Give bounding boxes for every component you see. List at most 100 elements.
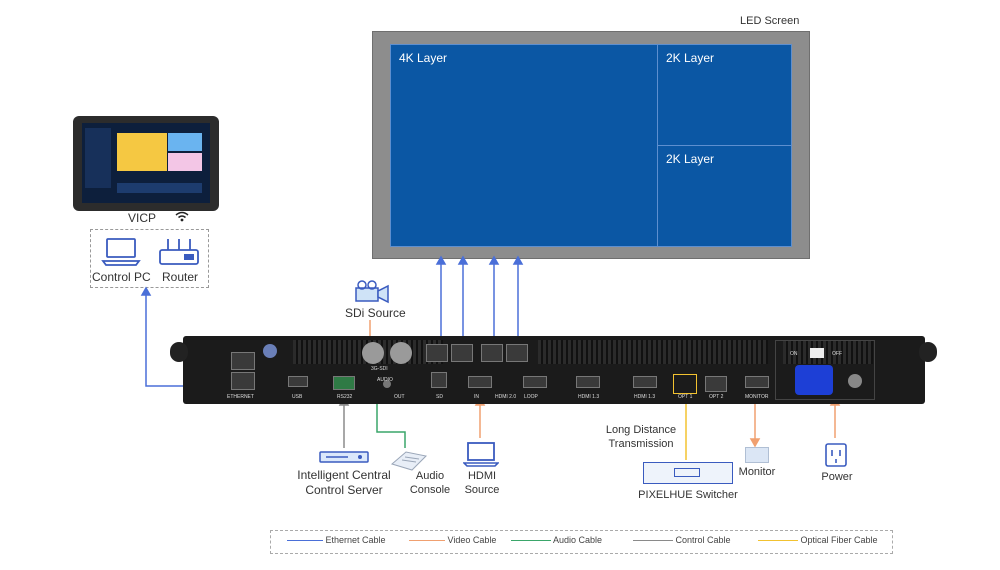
hdmi-label-line1: HDMI [467,470,497,482]
legend-label-control: Control Cable [675,535,731,545]
legend-item-video: Video Cable [409,535,496,545]
legend-item-ethernet: Ethernet Cable [287,535,386,545]
server-label-line1: Intelligent Central [297,468,391,482]
rs232-port[interactable] [333,376,355,390]
legend-swatch-fiber [758,540,798,542]
vicp-label: VICP [128,211,157,225]
ethernet-out-4[interactable] [506,344,528,362]
legend-swatch-audio [511,540,551,542]
rack-ear-right [919,342,937,362]
switcher-label: PIXELHUE Switcher [638,489,738,501]
tablet-layer-blue [168,133,202,151]
ground-screw [848,374,862,388]
server-label-line2: Control Server [305,483,383,497]
layer-2k-top-label: 2K Layer [666,51,715,65]
legend-swatch-control [633,540,673,542]
switch-label-on: ON [790,351,798,357]
monitor-port[interactable] [745,376,769,388]
tablet-screen [82,123,210,203]
legend-label-video: Video Cable [447,535,497,545]
tablet-layer-yellow [117,133,167,171]
legend-item-audio: Audio Cable [511,535,602,545]
legend-item-control: Control Cable [633,535,731,545]
legend-swatch-video [409,540,445,542]
legend-swatch-ethernet [287,540,323,542]
light-sensor [263,344,277,358]
power-inlet[interactable] [795,365,833,395]
vent-grille-3 [783,340,873,364]
control-pc-label: Control PC [92,270,151,284]
ethernet-out-2[interactable] [451,344,473,362]
router-icon [159,239,199,265]
camera-icon [355,280,389,304]
led-screen-title: LED Screen [740,15,800,27]
server-icon [319,451,369,463]
port-label-hdmi20: HDMI 2.0 [495,394,517,400]
cable-legend: Ethernet Cable Video Cable Audio Cable C… [270,530,893,554]
rack-ear-left [170,342,188,362]
sdi-source-label: SDi Source [345,306,406,320]
vicp-tablet [73,116,219,211]
audio-console-icon [390,451,428,471]
led-screen: 4K Layer 2K Layer 2K Layer [390,44,792,247]
usb-port[interactable] [288,376,308,387]
port-label-audio: AUDIO [377,377,393,383]
vent-grille-2 [538,340,768,364]
sd-slot[interactable] [431,372,447,388]
legend-item-fiber: Optical Fiber Cable [758,535,878,545]
hdmi-label-line2: Source [464,484,500,496]
power-switch[interactable] [810,348,824,358]
hdmi13-port-3[interactable] [633,376,657,388]
switcher-display [674,468,700,477]
ethernet-out-1[interactable] [426,344,448,362]
port-label-loop: LOOP [524,394,538,400]
control-group-box [90,229,209,288]
laptop-icon [101,238,141,266]
port-label-rs232: RS232 [337,394,353,400]
port-label-hdmi13-b: HDMI 1.3 [634,394,656,400]
long-distance-line1: Long Distance [605,424,677,436]
port-label-3g-sdi: 3G-SDI [371,366,388,372]
legend-label-ethernet: Ethernet Cable [325,535,386,545]
opt1-port[interactable] [673,374,697,394]
port-label-opt2: OPT 2 [709,394,724,400]
switch-label-off: OFF [832,351,842,357]
opt2-port[interactable] [705,376,727,392]
layer-2k-bottom: 2K Layer [657,145,792,247]
monitor-label: Monitor [738,466,776,478]
layer-4k-label: 4K Layer [399,51,448,65]
tablet-layer-pink [168,153,202,171]
legend-label-audio: Audio Cable [553,535,603,545]
hdmi20-loop-port[interactable] [523,376,547,388]
monitor-icon [745,447,769,463]
audio-label-line1: Audio [415,470,445,482]
ethernet-port-2[interactable] [231,372,255,390]
router-label: Router [162,270,199,284]
tablet-sidebar [85,128,111,188]
video-processor-device [170,336,937,404]
port-label-sd: SD [436,394,443,400]
port-label-opt1: OPT 1 [678,394,693,400]
hdmi-laptop-icon [463,442,499,467]
ethernet-out-3[interactable] [481,344,503,362]
port-label-out: OUT [394,394,405,400]
hdmi20-in-port[interactable] [468,376,492,388]
ethernet-port-1[interactable] [231,352,255,370]
port-label-usb: USB [292,394,303,400]
legend-label-fiber: Optical Fiber Cable [800,535,878,545]
audio-out-port[interactable] [383,380,391,388]
port-label-ethernet: ETHERNET [227,394,254,400]
sdi-in-port[interactable] [362,342,384,364]
audio-label-line2: Console [409,484,451,496]
long-distance-line2: Transmission [608,438,674,450]
hdmi13-port-2[interactable] [576,376,600,388]
tablet-toolbar [117,183,202,193]
power-panel [775,340,875,400]
layer-2k-bottom-label: 2K Layer [666,152,715,166]
power-outlet-icon [825,443,847,467]
power-label: Power [821,471,853,483]
port-label-hdmi13-a: HDMI 1.3 [578,394,600,400]
pixelhue-switcher-icon [643,462,733,484]
port-label-in: IN [474,394,479,400]
sdi-loop-port[interactable] [390,342,412,364]
